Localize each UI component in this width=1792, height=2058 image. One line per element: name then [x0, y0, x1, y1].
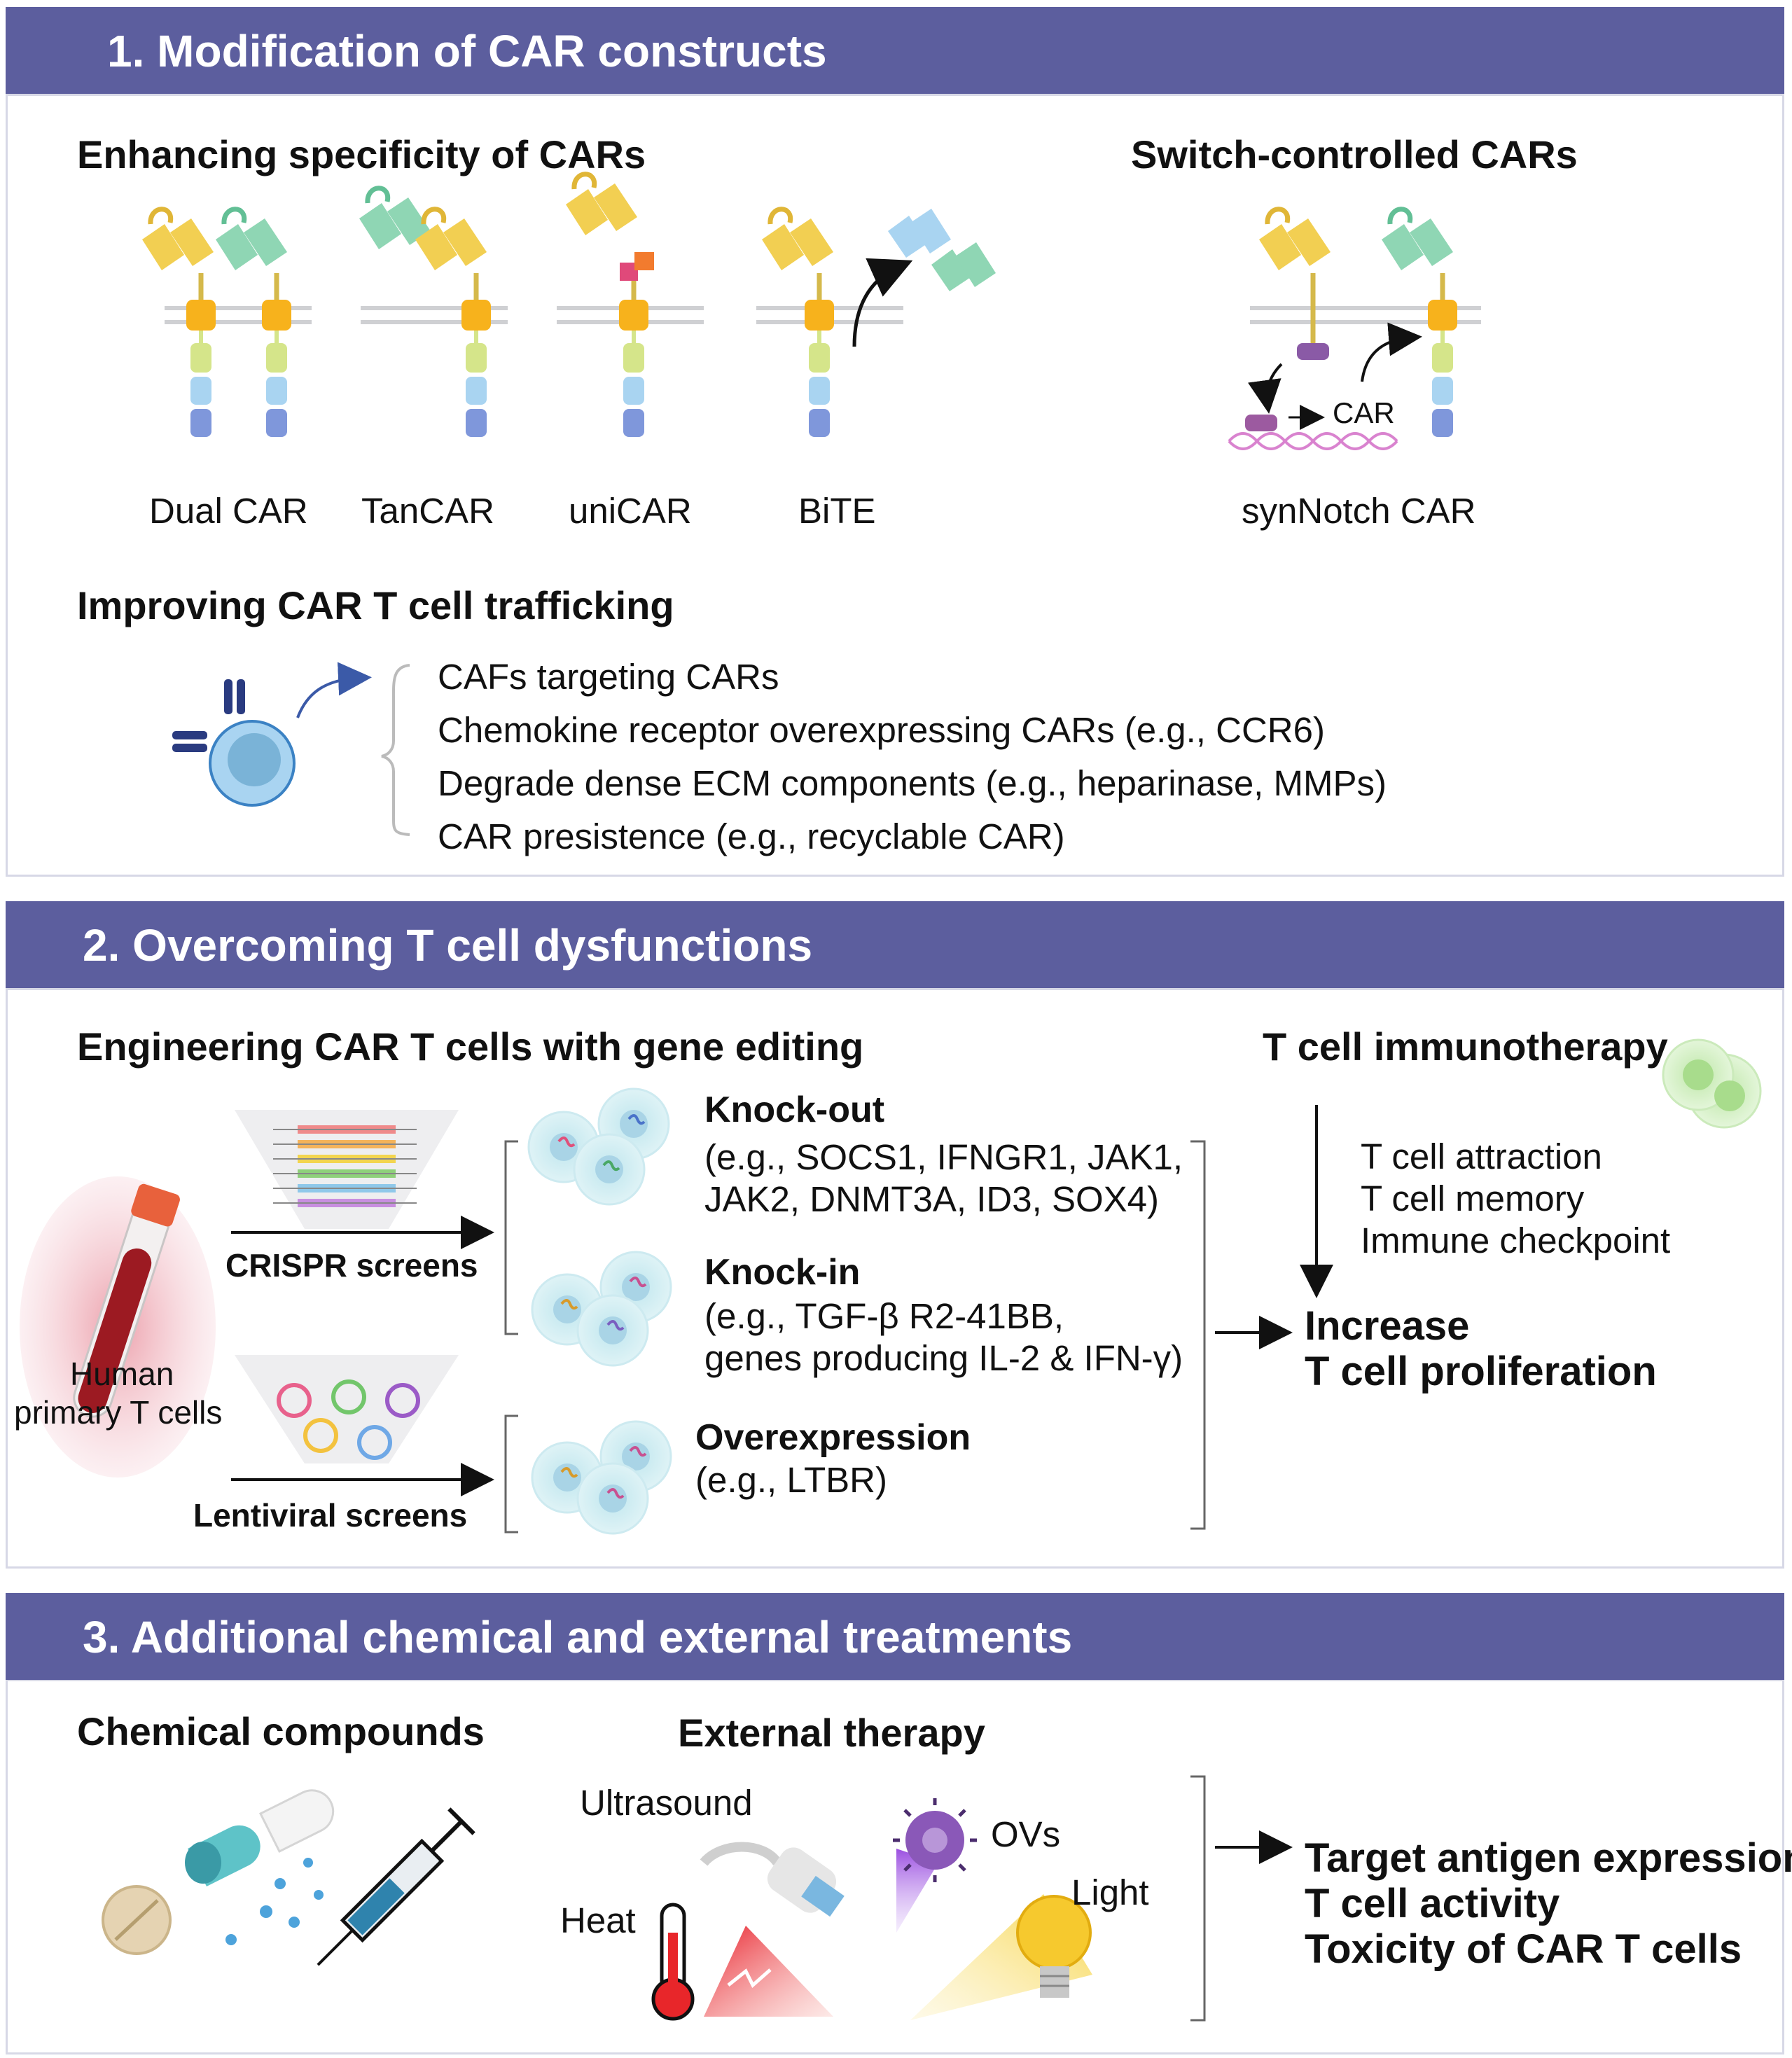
knockin-line-1: (e.g., TGF-β R2-41BB,	[704, 1296, 1064, 1336]
result-proliferation: T cell proliferation	[1305, 1349, 1657, 1394]
switch-controlled-title: Switch-controlled CARs	[1131, 132, 1578, 176]
trafficking-item-1: CAFs targeting CARs	[438, 657, 779, 697]
knockin-title: Knock-in	[704, 1252, 861, 1293]
gene-editing-title: Engineering CAR T cells with gene editin…	[77, 1024, 864, 1069]
trafficking-item-2: Chemokine receptor overexpressing CARs (…	[438, 710, 1325, 750]
section-1-panel	[6, 94, 1784, 877]
unicar-label: uniCAR	[569, 491, 692, 531]
car-constructs-illustration	[0, 0, 1792, 836]
crispr-screens-label: CRISPR screens	[225, 1247, 478, 1284]
section-2-title: 2. Overcoming T cell dysfunctions	[83, 920, 813, 971]
knockout-line-2: JAK2, DNMT3A, ID3, SOX4)	[704, 1179, 1160, 1219]
immuno-item-1: T cell attraction	[1361, 1136, 1602, 1176]
synnotch-car-label: synNotch CAR	[1242, 491, 1476, 531]
immuno-item-3: Immune checkpoint	[1361, 1221, 1671, 1260]
trafficking-item-4: CAR presistence (e.g., recyclable CAR)	[438, 816, 1065, 856]
section-3-header: 3. Additional chemical and external trea…	[6, 1593, 1784, 1680]
section-2-panel	[6, 988, 1784, 1569]
result-t-cell-activity: T cell activity	[1305, 1881, 1560, 1926]
result-target-antigen: Target antigen expression	[1305, 1835, 1792, 1881]
synnotch-car-small-label: CAR	[1333, 396, 1395, 429]
bite-label: BiTE	[798, 491, 876, 531]
chemical-compounds-title: Chemical compounds	[77, 1709, 485, 1753]
enhancing-specificity-title: Enhancing specificity of CARs	[77, 132, 646, 176]
human-cells-label-1: Human	[70, 1356, 174, 1392]
section-2-header: 2. Overcoming T cell dysfunctions	[6, 901, 1784, 988]
knockout-title: Knock-out	[704, 1090, 885, 1130]
human-cells-label-2: primary T cells	[14, 1394, 223, 1431]
result-toxicity: Toxicity of CAR T cells	[1305, 1926, 1742, 1972]
result-increase: Increase	[1305, 1303, 1470, 1349]
knockin-line-2: genes producing IL-2 & IFN-γ)	[704, 1338, 1183, 1378]
trafficking-title: Improving CAR T cell trafficking	[77, 583, 674, 627]
ultrasound-label: Ultrasound	[580, 1783, 753, 1823]
tancar-label: TanCAR	[361, 491, 494, 531]
heat-label: Heat	[560, 1900, 636, 1940]
knockout-line-1: (e.g., SOCS1, IFNGR1, JAK1,	[704, 1137, 1183, 1177]
section-3-panel	[6, 1679, 1784, 2054]
immuno-item-2: T cell memory	[1361, 1179, 1585, 1218]
immunotherapy-title: T cell immunotherapy	[1263, 1024, 1668, 1069]
overexpression-line: (e.g., LTBR)	[695, 1460, 887, 1500]
ovs-label: OVs	[991, 1814, 1061, 1854]
section-3-title: 3. Additional chemical and external trea…	[83, 1612, 1073, 1662]
section-1-header: 1. Modification of CAR constructs	[6, 7, 1784, 94]
light-label: Light	[1071, 1872, 1149, 1912]
overexpression-title: Overexpression	[695, 1417, 971, 1458]
dual-car-label: Dual CAR	[149, 491, 308, 531]
trafficking-item-3: Degrade dense ECM components (e.g., hepa…	[438, 763, 1387, 803]
lentiviral-screens-label: Lentiviral screens	[193, 1497, 468, 1534]
external-therapy-title: External therapy	[678, 1711, 985, 1755]
section-1-title: 1. Modification of CAR constructs	[107, 26, 827, 76]
